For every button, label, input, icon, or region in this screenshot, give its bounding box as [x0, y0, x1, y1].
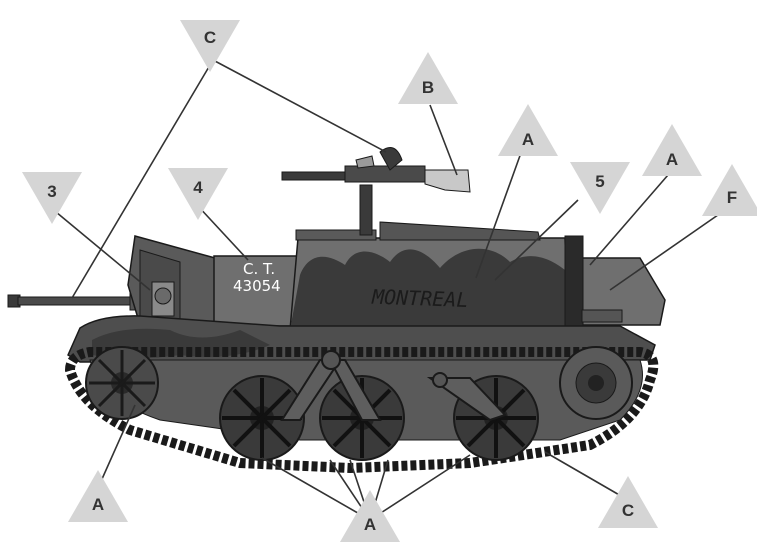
front-armor-panel: C. T. 43054 [213, 255, 303, 327]
marker-4: 4 [168, 168, 228, 220]
marker-c-bottom: C [598, 476, 658, 528]
hull-superstructure: MONTREAL [289, 221, 569, 331]
marker-a-left: A [68, 470, 128, 522]
rear-engine-deck [564, 235, 666, 327]
marker-label: A [92, 495, 104, 514]
marker-label: 3 [47, 182, 56, 201]
serial-line-2: 43054 [233, 277, 281, 295]
marker-label: 5 [595, 172, 604, 191]
front-idler-wheel [85, 346, 159, 420]
marker-3: 3 [22, 172, 82, 224]
marker-b: B [398, 52, 458, 104]
road-wheel-1 [219, 375, 305, 461]
marker-label: A [522, 130, 534, 149]
markers: C B A A 5 F 3 [22, 20, 757, 542]
marker-label: C [204, 28, 216, 47]
marker-a-right: A [642, 124, 702, 176]
vehicle: C. T. 43054 MONTREAL [7, 147, 666, 474]
camouflage-pattern [290, 248, 568, 330]
marker-label: 4 [193, 178, 203, 197]
suspension-arms [280, 350, 507, 422]
marker-a-upper: A [498, 104, 558, 156]
hull-name: MONTREAL [371, 285, 469, 312]
marker-f: F [702, 164, 757, 216]
marker-5: 5 [570, 162, 630, 214]
marker-label: B [422, 78, 434, 97]
marker-label: A [364, 515, 376, 534]
rear-sprocket-wheel [559, 346, 633, 420]
marker-label: A [666, 150, 678, 169]
marker-label: F [727, 188, 737, 207]
serial-line-1: C. T. [243, 260, 275, 278]
gun-shield [127, 235, 216, 326]
marker-a-bottom: A [340, 490, 400, 542]
marker-c-top: C [180, 20, 240, 72]
machine-gun [281, 147, 471, 236]
marker-label: C [622, 501, 634, 520]
